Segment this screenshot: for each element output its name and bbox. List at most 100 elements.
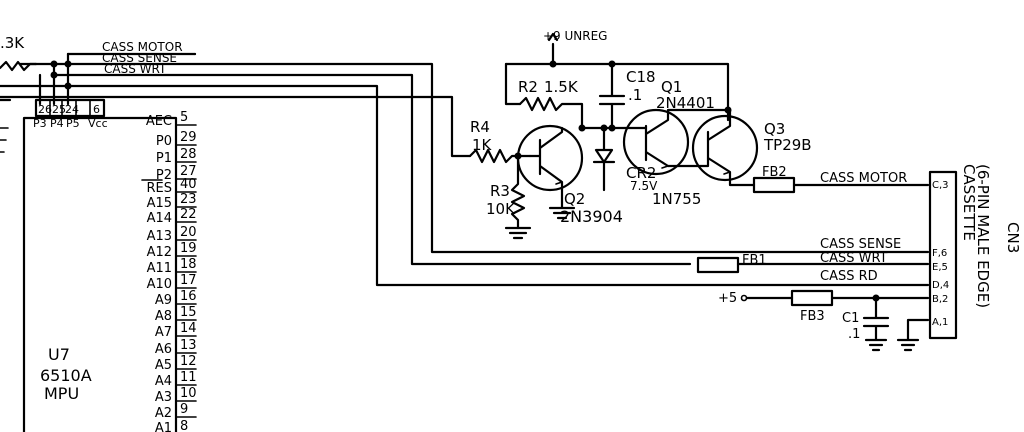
mpu-pin-number: 18 xyxy=(180,257,197,272)
fb1-ferrite xyxy=(696,256,740,274)
mpu-pin-name: A1 xyxy=(155,421,172,432)
u7-function: MPU xyxy=(44,384,79,403)
ground-a1 xyxy=(896,318,930,352)
cn3-label-group: CASSETTE (6-PIN MALE EDGE) xyxy=(960,164,992,308)
pin-26-label: 26 xyxy=(38,103,52,116)
c18-capacitor xyxy=(598,62,626,130)
mpu-pin-number: 9 xyxy=(180,402,188,417)
port-p5-label: P5 xyxy=(66,117,80,130)
mpu-pin-name: A10 xyxy=(147,277,172,292)
mpu-pin-number: 28 xyxy=(180,147,197,162)
edge-pin: A,1 xyxy=(932,317,948,328)
net-label-cass-wrt-right: CASS WRT xyxy=(820,251,888,266)
wire-cass-sense xyxy=(66,62,930,254)
q1-transistor xyxy=(622,108,690,176)
junction-dot xyxy=(64,82,72,90)
mpu-pin-name: A9 xyxy=(155,293,172,308)
mpu-pin-name: A4 xyxy=(155,374,172,389)
c18-value: .1 xyxy=(628,86,642,104)
net-label-cass-motor-right: CASS MOTOR xyxy=(820,171,907,186)
fb1-ref: FB1 xyxy=(742,253,767,268)
mpu-pin-name: A14 xyxy=(147,211,172,226)
cr2-zener xyxy=(592,126,616,192)
mpu-pin-name: A8 xyxy=(155,309,172,324)
q3-part: TP29B xyxy=(763,136,812,154)
cr2-voltage: 7.5V xyxy=(630,179,658,193)
mpu-pin-name: A12 xyxy=(147,245,172,260)
cr2-part: 1N755 xyxy=(652,190,701,208)
mpu-pin-name: A15 xyxy=(147,196,172,211)
edge-pin: C,3 xyxy=(932,180,949,191)
u7-mpu-body xyxy=(22,116,178,432)
junction-dot xyxy=(64,60,72,68)
wire-cass-rd xyxy=(0,84,930,287)
mpu-pin-name: A5 xyxy=(155,358,172,373)
edge-pin: F,6 xyxy=(932,248,947,259)
q1-ref: Q1 xyxy=(661,78,682,96)
wire-9v-rail xyxy=(504,62,730,122)
resistor-partial-label: .3K xyxy=(0,34,25,52)
fb3-ferrite xyxy=(790,289,834,307)
supply-9v-label: +9 UNREG xyxy=(543,29,607,43)
edge-pin: B,2 xyxy=(932,294,948,305)
mpu-pin-number: 8 xyxy=(180,419,188,432)
u7-ref: U7 xyxy=(48,345,70,364)
r3-resistor xyxy=(510,154,526,230)
mpu-pin-name: P0 xyxy=(156,134,172,149)
q2-transistor xyxy=(516,124,584,192)
supply-5v-label: +5 xyxy=(718,291,737,306)
mpu-pin-number: 29 xyxy=(180,130,197,145)
q1-part: 2N4401 xyxy=(656,94,715,112)
q3-ref: Q3 xyxy=(764,120,785,138)
cn3-connector xyxy=(928,170,958,340)
mpu-pin-number: 40 xyxy=(180,177,197,192)
cn3-desc-cassette: CASSETTE xyxy=(960,164,978,241)
wire-cass-wrt xyxy=(52,73,692,266)
cr2-ref: CR2 xyxy=(626,164,656,182)
wire-to-r4 xyxy=(0,95,472,158)
edge-pin: D,4 xyxy=(932,280,949,291)
port-p3-label: P3 xyxy=(33,117,47,130)
c18-ref: C18 xyxy=(626,68,656,86)
q2-ref: Q2 xyxy=(564,190,585,208)
mpu-pin-name: P1 xyxy=(156,151,172,166)
mpu-pin-stubs xyxy=(175,124,197,418)
q2-part: 2N3904 xyxy=(560,207,623,226)
mpu-pin-number: 15 xyxy=(180,305,197,320)
junction-dot xyxy=(50,60,58,68)
mpu-pin-number: 23 xyxy=(180,192,197,207)
junction-dot xyxy=(50,71,58,79)
mpu-pin-name: A6 xyxy=(155,342,172,357)
mpu-pin-list: AEC 5 P0 29 P1 28 P2 27 RES 40 A15 23 A1… xyxy=(146,110,197,432)
mpu-pin-name: RES xyxy=(147,181,173,196)
r2-resistor xyxy=(518,96,584,130)
mpu-pin-number: 5 xyxy=(180,110,188,125)
net-label-cass-sense-top: CASS SENSE xyxy=(102,51,177,65)
mpu-pin-number: 16 xyxy=(180,289,197,304)
r3-ref: R3 xyxy=(490,182,510,200)
mpu-pin-number: 10 xyxy=(180,386,197,401)
mpu-pin-number: 11 xyxy=(180,370,197,385)
fb3-ref: FB3 xyxy=(800,309,825,324)
r3-value: 10K xyxy=(486,200,516,218)
mpu-pin-name: A3 xyxy=(155,390,172,405)
c1-value: .1 xyxy=(848,327,860,342)
r4-ref: R4 xyxy=(470,118,490,136)
mpu-pin-number: 12 xyxy=(180,354,197,369)
mpu-pin-name: A2 xyxy=(155,406,172,421)
edge-pin: E,5 xyxy=(932,262,948,273)
net-label-cass-rd-right: CASS RD xyxy=(820,269,878,284)
port-p4-label: P4 xyxy=(50,117,64,130)
net-label-cass-motor-top: CASS MOTOR xyxy=(102,40,183,54)
q3-transistor xyxy=(691,114,759,182)
mpu-pin-number: 20 xyxy=(180,225,197,240)
r4-resistor xyxy=(468,148,532,164)
mpu-pin-number: 14 xyxy=(180,321,197,336)
port-vcc-label: Vcc xyxy=(88,117,108,130)
mpu-pin-name: AEC xyxy=(146,114,172,129)
fb2-ref: FB2 xyxy=(762,165,787,180)
cn3-ref: CN3 xyxy=(1004,222,1022,253)
mpu-pin-number: 13 xyxy=(180,338,197,353)
